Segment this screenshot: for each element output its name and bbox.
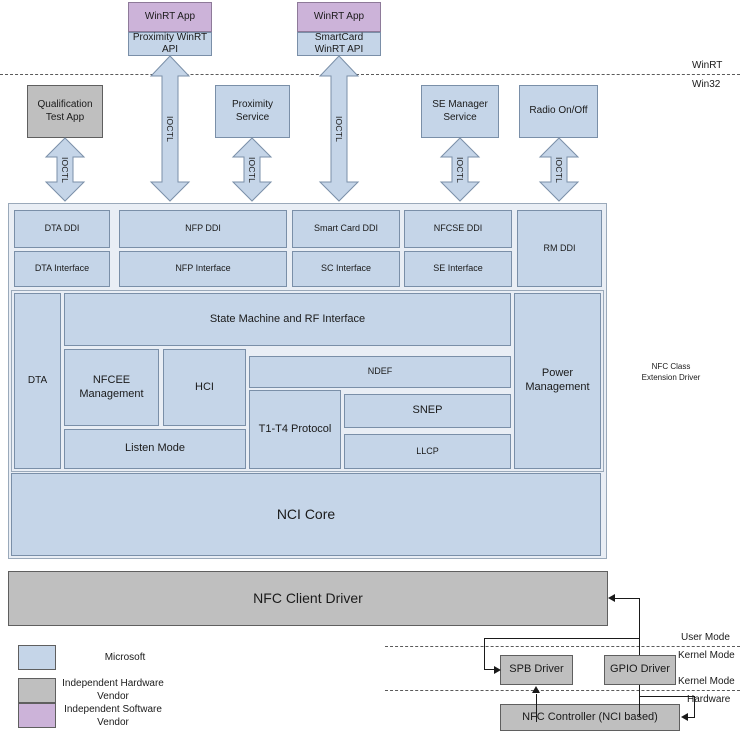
nfc-class-extension-driver-label: NFC Class Extension Driver — [641, 362, 701, 382]
dta-interface-box: DTA Interface — [14, 251, 110, 287]
smart-card-ddi-box: Smart Card DDI — [292, 210, 400, 248]
win32-boundary-label: Win32 — [692, 79, 721, 90]
power-management-box: Power Management — [514, 293, 601, 469]
dta-box: DTA — [14, 293, 61, 469]
legend-swatch-independent-hardware-vendor — [18, 678, 56, 703]
controller-to-spb-vertical-line — [536, 694, 537, 722]
nfp-interface-box: NFP Interface — [119, 251, 287, 287]
gpio-to-client-driver-arrowhead — [608, 594, 615, 602]
legend-label-microsoft: Microsoft — [104, 652, 146, 663]
snep-box: SNEP — [344, 394, 511, 428]
user-mode-label: User Mode — [681, 632, 730, 643]
nfp-ddi-box: NFP DDI — [119, 210, 287, 248]
kernel-mode-label-1: Kernel Mode — [678, 650, 735, 661]
nfc-controller-box: NFC Controller (NCI based) — [500, 704, 680, 731]
nci-core-box: NCI Core — [11, 473, 601, 556]
gpio-to-controller-right-vertical-line — [694, 696, 695, 718]
gpio-to-controller-horizontal-line — [639, 696, 695, 697]
controller-entry-horizontal-line — [688, 717, 695, 718]
ioctl-label-qualification-test-app: IOCTL — [60, 156, 70, 184]
state-machine-rf-interface-box: State Machine and RF Interface — [64, 293, 511, 346]
se-manager-service-box: SE Manager Service — [421, 85, 499, 138]
ioctl-label-se-manager-service: IOCTL — [455, 156, 465, 184]
sc-interface-box: SC Interface — [292, 251, 400, 287]
hci-box: HCI — [163, 349, 246, 426]
kernel-hardware-boundary-line — [385, 690, 740, 691]
radio-on-off-box: Radio On/Off — [519, 85, 598, 138]
listen-mode-box: Listen Mode — [64, 429, 246, 469]
ioctl-arrow-qualification-test-app — [44, 137, 86, 202]
spb-feed-horizontal-line — [484, 638, 640, 639]
smartcard-winrt-api-box: SmartCard WinRT API — [297, 32, 381, 56]
ioctl-arrow-se-manager-service — [439, 137, 481, 202]
legend-label-independent-software-vendor: Independent Software Vendor — [64, 704, 162, 728]
se-interface-box: SE Interface — [404, 251, 512, 287]
spb-feed-stub-line — [484, 669, 495, 670]
spb-driver-box: SPB Driver — [500, 655, 573, 685]
spb-feed-arrowhead — [494, 666, 501, 674]
winrt-app-1-box: WinRT App — [128, 2, 212, 32]
winrt-boundary-label: WinRT — [692, 60, 723, 71]
dta-ddi-box: DTA DDI — [14, 210, 110, 248]
llcp-box: LLCP — [344, 434, 511, 469]
t1-t4-protocol-box: T1-T4 Protocol — [249, 390, 341, 469]
qualification-test-app-box: Qualification Test App — [27, 85, 103, 138]
ioctl-arrow-proximity-service — [231, 137, 273, 202]
legend-label-independent-hardware-vendor: Independent Hardware Vendor — [62, 678, 164, 702]
gpio-to-controller-vertical-line — [639, 685, 640, 717]
rm-ddi-box: RM DDI — [517, 210, 602, 287]
ndef-box: NDEF — [249, 356, 511, 388]
hardware-label: Hardware — [687, 694, 731, 705]
ioctl-arrow-radio-on-off — [538, 137, 580, 202]
nfcee-management-box: NFCEE Management — [64, 349, 159, 426]
winrt-app-2-box: WinRT App — [297, 2, 381, 32]
ioctl-label-smartcard-api: IOCTL — [334, 115, 344, 143]
ioctl-label-proximity-service: IOCTL — [247, 156, 257, 184]
nfcse-ddi-box: NFCSE DDI — [404, 210, 512, 248]
gpio-to-client-driver-horizontal-line — [614, 598, 640, 599]
spb-feed-vertical-line — [484, 638, 485, 670]
ioctl-label-radio-on-off: IOCTL — [554, 156, 564, 184]
user-kernel-boundary-line — [385, 646, 740, 647]
gpio-to-controller-arrowhead — [681, 713, 688, 721]
nfc-client-driver-box: NFC Client Driver — [8, 571, 608, 626]
proximity-service-box: Proximity Service — [215, 85, 290, 138]
ioctl-arrow-proximity-api — [149, 55, 191, 202]
legend-swatch-independent-software-vendor — [18, 703, 56, 728]
winrt-win32-boundary-line — [0, 74, 740, 75]
gpio-driver-box: GPIO Driver — [604, 655, 676, 685]
ioctl-arrow-smartcard-api — [318, 55, 360, 202]
gpio-to-client-driver-vertical-line — [639, 598, 640, 655]
proximity-winrt-api-box: Proximity WinRT API — [128, 32, 212, 56]
legend-swatch-microsoft — [18, 645, 56, 670]
kernel-mode-label-2: Kernel Mode — [678, 676, 735, 687]
controller-to-spb-arrowhead — [532, 686, 540, 693]
ioctl-label-proximity-api: IOCTL — [165, 115, 175, 143]
